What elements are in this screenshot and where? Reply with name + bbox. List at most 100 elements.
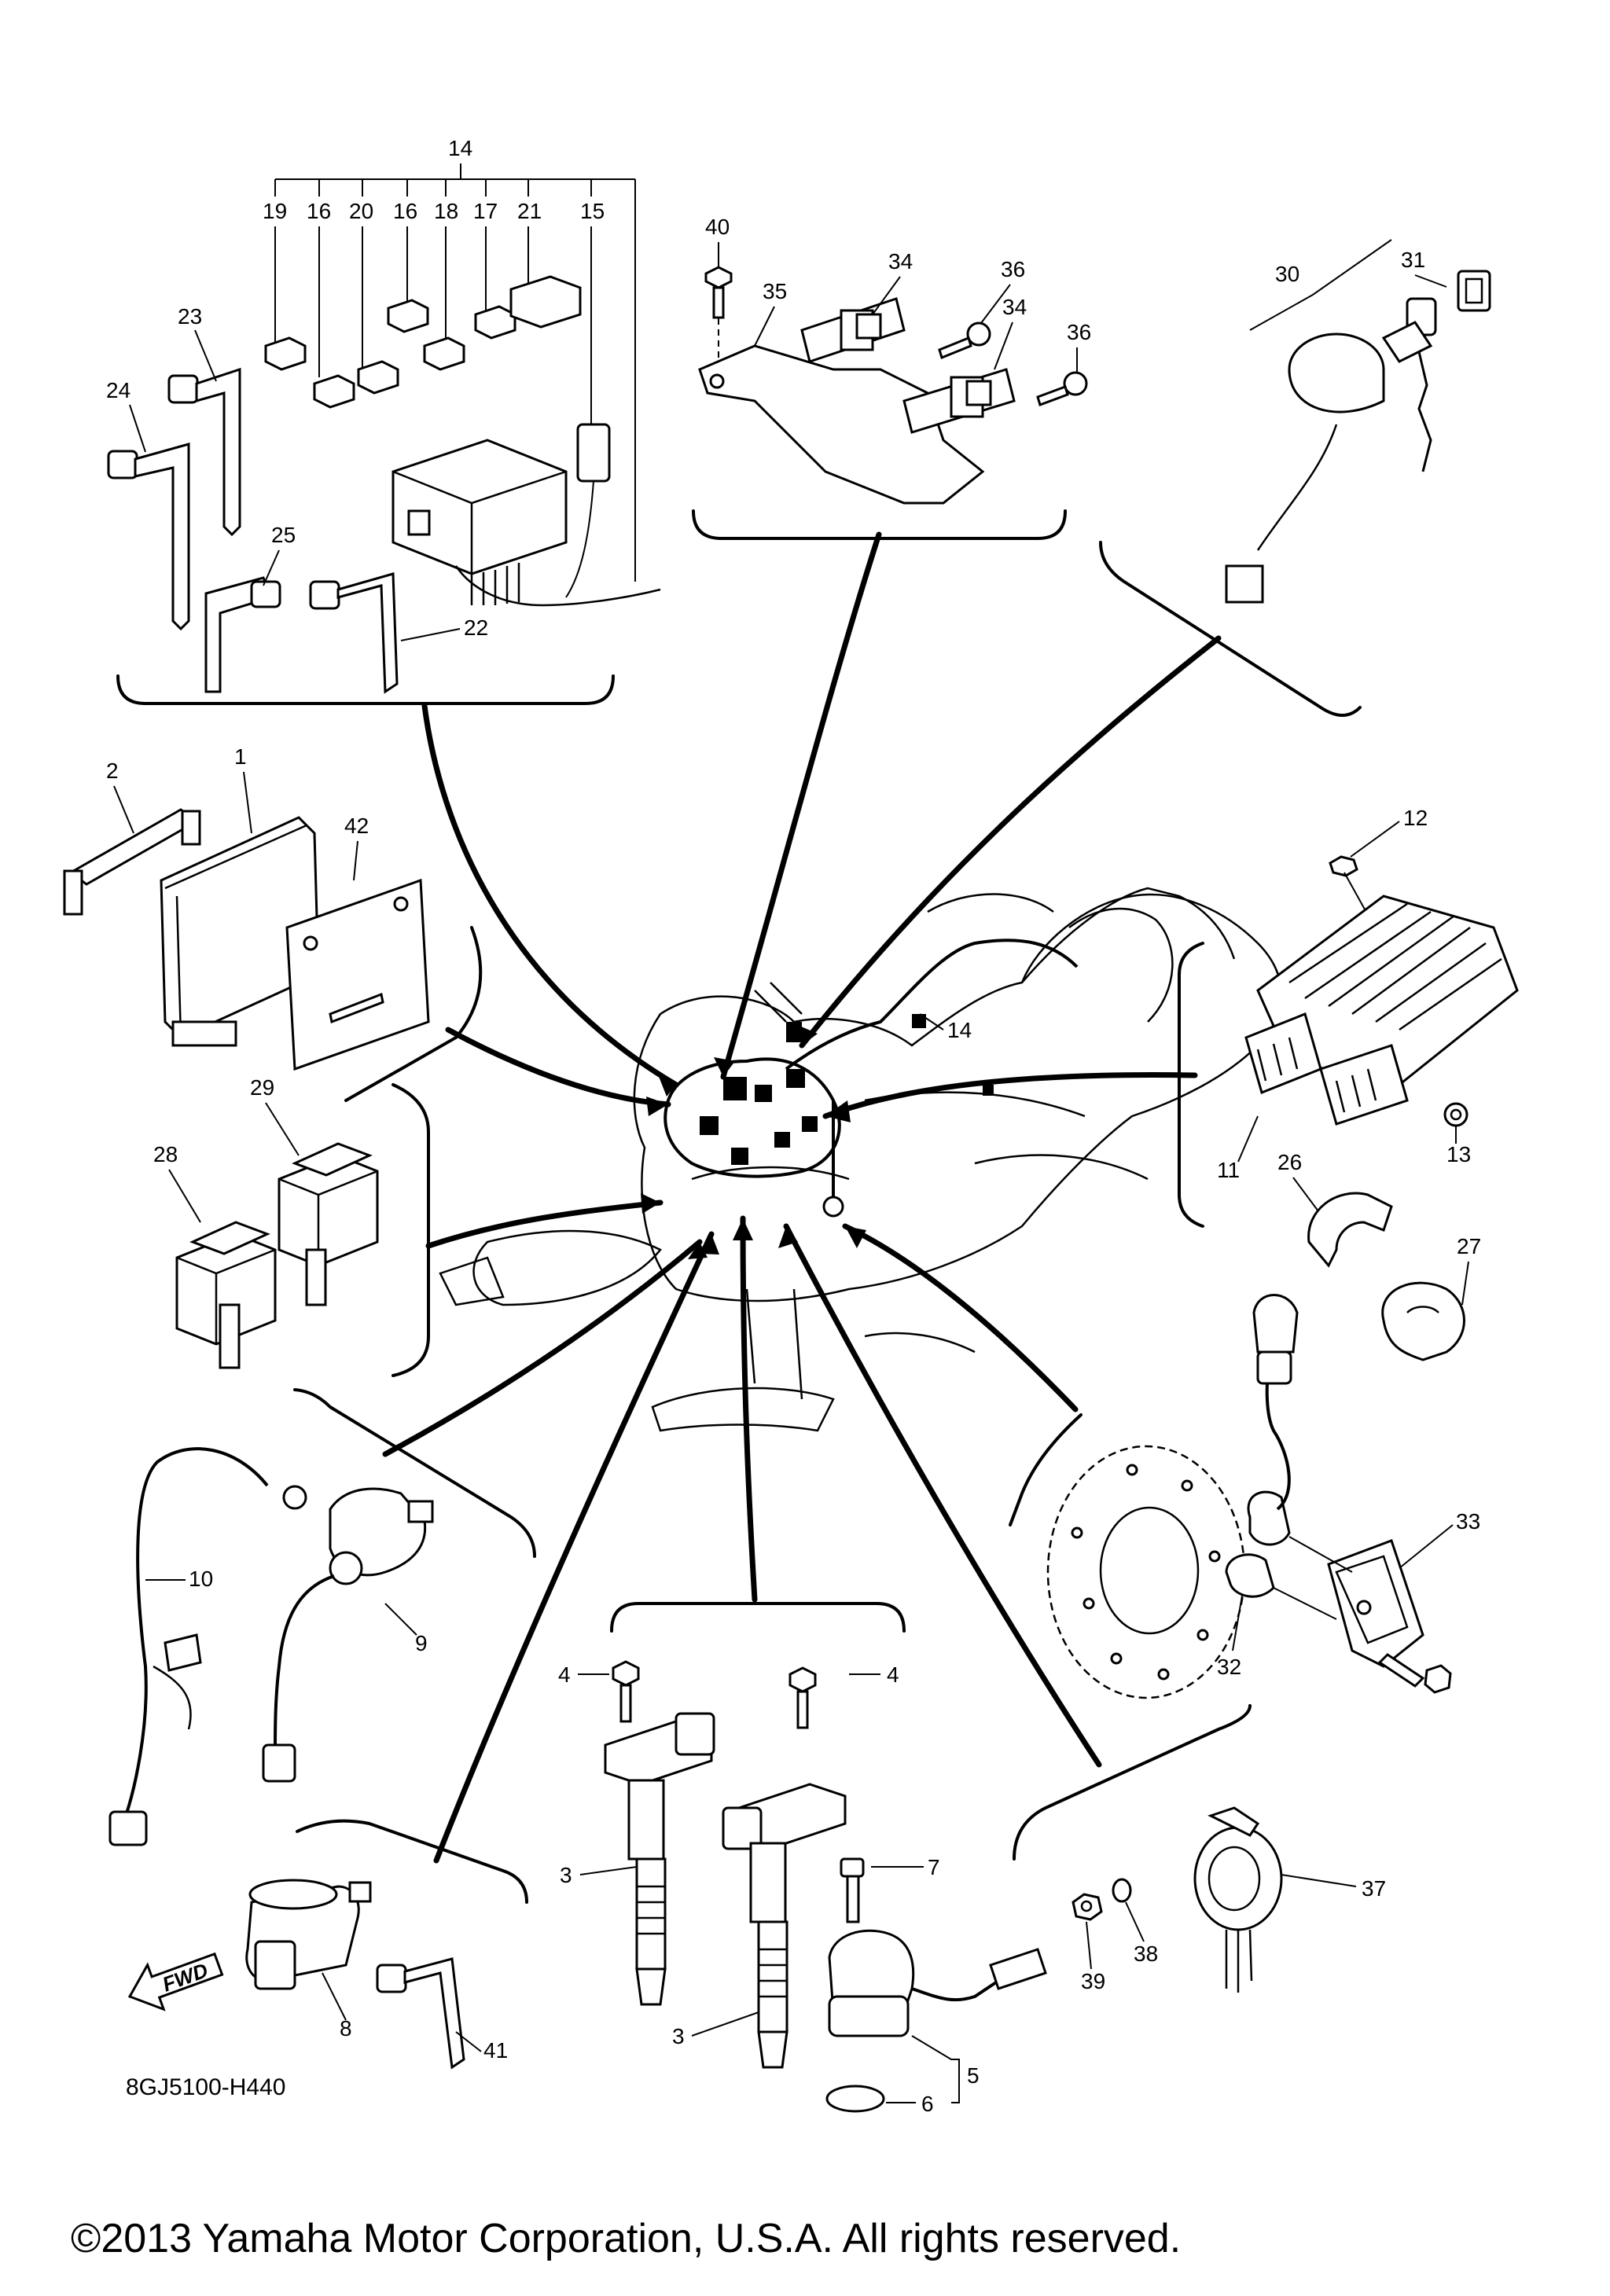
fuse-19	[264, 336, 307, 371]
callout-30: 30	[1275, 262, 1299, 286]
fuse-20	[357, 360, 399, 395]
band-2	[63, 808, 201, 916]
callout-10: 10	[189, 1567, 213, 1591]
lead-wire-10	[108, 1447, 307, 1846]
callout-4b: 4	[887, 1662, 899, 1687]
knock-sensor-9	[262, 1487, 434, 1783]
clamp-27	[1381, 1281, 1465, 1361]
rotor-disc	[1046, 1445, 1246, 1699]
callout-19: 19	[263, 199, 287, 223]
callout-3b: 3	[672, 2024, 685, 2048]
relay-34a	[800, 297, 906, 363]
callout-41: 41	[483, 2038, 508, 2063]
callout-9: 9	[415, 1631, 428, 1655]
group-ignition-switch: 30 31	[1099, 239, 1491, 717]
relay-28	[175, 1221, 277, 1369]
callout-39: 39	[1081, 1969, 1105, 1993]
band-22	[309, 572, 399, 694]
key-31	[1457, 270, 1491, 312]
callout-27: 27	[1457, 1234, 1481, 1258]
callout-26: 26	[1277, 1150, 1302, 1174]
callout-15: 15	[580, 199, 605, 223]
bracket-35	[698, 344, 985, 505]
pickup-coil-32	[1225, 1294, 1299, 1598]
washer-38	[1112, 1878, 1132, 1903]
group-coils: 4 4 3 3 7	[558, 1602, 1047, 2116]
relay-21	[509, 275, 582, 329]
copyright-notice: ©2013 Yamaha Motor Corporation, U.S.A. A…	[71, 2216, 1181, 2261]
o-ring-6	[825, 2085, 885, 2113]
callout-22: 22	[464, 615, 488, 640]
fuse-17	[474, 305, 516, 340]
callout-2: 2	[106, 759, 119, 783]
callout-5: 5	[967, 2063, 980, 2088]
diagram-code: 8GJ5100-H440	[126, 2074, 285, 2100]
callout-36b: 36	[1067, 320, 1091, 344]
relay-29	[278, 1142, 379, 1306]
callout-14: 14	[448, 136, 472, 160]
key-30	[1381, 297, 1437, 472]
callout-11: 11	[1217, 1158, 1240, 1182]
fuse-16a	[313, 374, 355, 409]
callout-23: 23	[178, 304, 202, 329]
callout-13: 13	[1446, 1142, 1471, 1166]
callout-40: 40	[705, 215, 730, 239]
callout-8: 8	[340, 2016, 352, 2041]
sensor-8	[245, 1879, 372, 1990]
fwd-label: FWD	[159, 1958, 211, 1997]
bolt-40	[704, 266, 733, 366]
callout-21: 21	[517, 199, 542, 223]
fuse-18	[423, 336, 465, 371]
washer-13	[1443, 1102, 1468, 1127]
callout-38: 38	[1134, 1941, 1158, 1966]
bolt-4a	[612, 1660, 640, 1723]
nut-39	[1071, 1893, 1103, 1921]
callout-6: 6	[921, 2092, 934, 2116]
callout-29: 29	[250, 1075, 274, 1100]
bolt-4b	[788, 1666, 817, 1729]
ignition-coil-3b	[722, 1783, 847, 2069]
group-fuse-box: 14 19 16 20 16 18 17 21 15 23 24	[106, 136, 661, 705]
callout-25: 25	[271, 523, 296, 547]
bracket-33	[1327, 1539, 1452, 1694]
callout-7: 7	[928, 1855, 940, 1879]
callout-37: 37	[1362, 1876, 1386, 1901]
callout-3a: 3	[560, 1863, 572, 1887]
group-sensor-8: 8 41	[245, 1819, 528, 2070]
screw-36a	[938, 321, 991, 360]
rectifier-11	[1244, 895, 1519, 1126]
group-relays: 28 29	[153, 1075, 430, 1377]
fuse-box	[391, 439, 661, 607]
callout-35: 35	[763, 279, 787, 303]
group-speed-sensor: 37 38 39	[1013, 1704, 1386, 1993]
cover-42	[285, 878, 430, 1071]
callout-17: 17	[473, 199, 498, 223]
group-relay-bracket: 40 35 34 34 36 36	[692, 215, 1091, 540]
fwd-arrow: FWD	[127, 1952, 224, 2011]
band-23	[167, 367, 241, 537]
group-spokes	[382, 531, 1222, 1864]
callout-36a: 36	[1001, 257, 1025, 281]
callout-24: 24	[106, 378, 130, 402]
ignition-coil-3a	[604, 1712, 715, 2006]
screw-36b	[1036, 371, 1088, 406]
fuse-16b	[387, 299, 429, 333]
nut-12	[1329, 855, 1358, 877]
callout-32: 32	[1217, 1655, 1241, 1679]
callout-12: 12	[1403, 806, 1428, 830]
group-sensor-9-10: 10 9	[108, 1388, 536, 1846]
group-rectifier: 12 11 13 26 27	[1178, 806, 1519, 1361]
callout-34b: 34	[1002, 295, 1027, 319]
callout-16a: 16	[307, 199, 331, 223]
callout-34a: 34	[888, 249, 913, 274]
callout-33: 33	[1456, 1509, 1480, 1534]
relay-34b	[902, 368, 1016, 434]
band-24	[107, 443, 190, 631]
callout-31: 31	[1401, 248, 1425, 272]
ignition-switch-30	[1225, 332, 1385, 604]
sensor-37	[1193, 1806, 1283, 1993]
band-25	[204, 576, 281, 693]
sensor-5	[828, 1929, 1047, 2037]
